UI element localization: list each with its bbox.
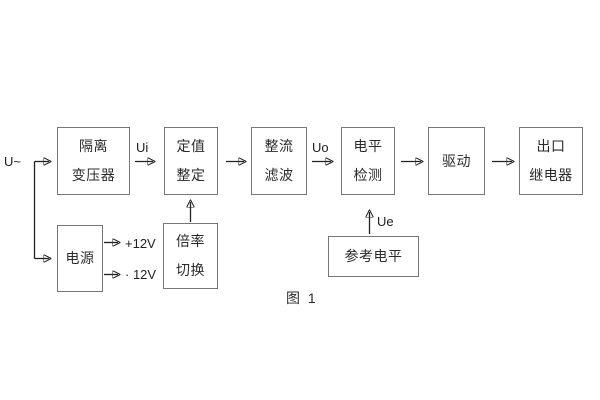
label-plus-12v: +12V: [125, 236, 156, 251]
block-power-supply: 电源: [57, 225, 103, 292]
block-ratio-switch-line2: 切换: [176, 262, 205, 278]
block-output-relay-line1: 出口: [536, 138, 566, 154]
block-setpoint-setting: 定值 整定: [164, 127, 218, 195]
block-level-detection: 电平 检测: [341, 127, 395, 195]
block-level-detection-line1: 电平: [353, 138, 383, 154]
label-ue-signal: Ue: [377, 214, 394, 229]
block-reference-level-label: 参考电平: [344, 248, 403, 264]
block-rectifier-filter-line1: 整流: [264, 138, 294, 154]
block-rectifier-filter-line2: 滤波: [264, 167, 294, 183]
block-isolation-transformer: 隔离 变压器: [57, 127, 130, 195]
block-isolation-transformer-line1: 隔离: [79, 138, 108, 154]
block-level-detection-line2: 检测: [353, 167, 383, 183]
block-ratio-switch: 倍率 切换: [163, 223, 218, 289]
block-setpoint-setting-line2: 整定: [176, 167, 206, 183]
block-isolation-transformer-line2: 变压器: [71, 167, 116, 183]
block-reference-level: 参考电平: [328, 236, 419, 277]
block-output-relay-line2: 继电器: [529, 167, 573, 183]
block-setpoint-setting-line1: 定值: [176, 138, 206, 154]
label-ui-signal: Ui: [136, 140, 149, 155]
block-output-relay: 出口 继电器: [519, 127, 583, 195]
figure-caption: 图 1: [286, 290, 318, 306]
block-driver: 驱动: [428, 127, 485, 195]
label-input-voltage: U~: [4, 154, 21, 169]
block-driver-label: 驱动: [442, 152, 471, 169]
block-power-supply-label: 电源: [65, 250, 95, 266]
label-minus-12v: · 12V: [125, 267, 157, 282]
label-uo-signal: Uo: [312, 140, 329, 155]
block-ratio-switch-line1: 倍率: [176, 233, 205, 249]
block-rectifier-filter: 整流 滤波: [251, 127, 307, 195]
